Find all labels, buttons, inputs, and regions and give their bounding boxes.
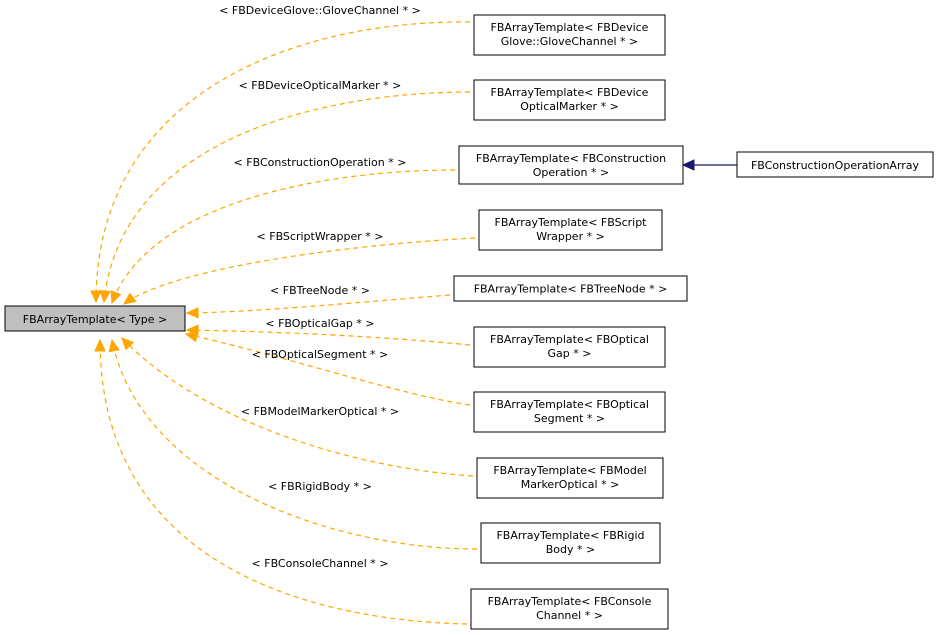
node-template-segment[interactable]: FBArrayTemplate< FBOpticalSegment * > (473, 391, 666, 433)
node-box (473, 391, 666, 433)
node-label-line: FBArrayTemplate< FBDevice (491, 86, 649, 99)
edge-line (95, 21, 471, 303)
root-node-label: FBArrayTemplate< Type > (23, 313, 167, 326)
node-template-marker[interactable]: FBArrayTemplate< FBDeviceOpticalMarker *… (473, 79, 666, 121)
template-edge-console (94, 338, 468, 625)
edge-label-marker: < FBDeviceOpticalMarker * > (239, 79, 402, 92)
edge-label-tree: < FBTreeNode * > (270, 284, 370, 297)
node-label-line: Wrapper * > (536, 230, 605, 243)
node-template-console[interactable]: FBArrayTemplate< FBConsoleChannel * > (470, 588, 669, 630)
derived-node-label: FBConstructionOperationArray (751, 159, 920, 172)
node-derived[interactable]: FBConstructionOperationArray (736, 151, 934, 178)
template-edge-script (123, 237, 476, 305)
template-edge-rigid (108, 338, 478, 550)
template-edge-constr (110, 169, 456, 305)
arrowhead (99, 289, 111, 304)
node-template-gap[interactable]: FBArrayTemplate< FBOpticalGap * > (473, 326, 666, 368)
edge-line (111, 169, 456, 304)
template-edge-glove (90, 21, 471, 304)
node-template-tree[interactable]: FBArrayTemplate< FBTreeNode * > (453, 275, 688, 302)
edge-label-console: < FBConsoleChannel * > (252, 557, 389, 570)
node-box (478, 209, 663, 251)
node-template-rigid[interactable]: FBArrayTemplate< FBRigidBody * > (480, 522, 661, 564)
node-label-line: FBArrayTemplate< FBDevice (491, 21, 649, 34)
node-box (480, 522, 661, 564)
node-label-line: Channel * > (536, 609, 603, 622)
edge-label-constr: < FBConstructionOperation * > (234, 156, 407, 169)
arrowhead (108, 338, 120, 353)
node-root[interactable]: FBArrayTemplate< Type > (4, 305, 186, 332)
node-label-line: MarkerOptical * > (521, 478, 620, 491)
edge-line (186, 329, 471, 346)
derived-node-box (736, 151, 934, 178)
node-label-line: Operation * > (533, 166, 609, 179)
inheritance-edge (681, 159, 737, 171)
node-label-line: FBArrayTemplate< FBConstruction (476, 152, 666, 165)
node-box (476, 457, 664, 499)
node-template-model[interactable]: FBArrayTemplate< FBModelMarkerOptical * … (476, 457, 664, 499)
edge-label-rigid: < FBRigidBody * > (268, 480, 372, 493)
edge-line (123, 237, 476, 305)
node-box (473, 14, 666, 56)
arrowhead (185, 307, 199, 319)
node-label-line: FBArrayTemplate< FBTreeNode * > (474, 283, 668, 296)
edge-line (111, 339, 478, 550)
node-label-line: FBArrayTemplate< FBOptical (490, 333, 649, 346)
node-label-line: FBArrayTemplate< FBRigid (496, 529, 644, 542)
node-box (473, 79, 666, 121)
root-node-box (4, 305, 186, 332)
node-box (470, 588, 669, 630)
arrowhead (94, 338, 106, 352)
edge-label-script: < FBScriptWrapper * > (257, 230, 384, 243)
arrowhead (110, 290, 122, 305)
edge-line (99, 339, 468, 625)
node-template-script[interactable]: FBArrayTemplate< FBScriptWrapper * > (478, 209, 663, 251)
node-box (453, 275, 688, 302)
template-edge-marker (99, 91, 471, 304)
node-label-line: FBArrayTemplate< FBOptical (490, 398, 649, 411)
template-edge-tree (185, 294, 451, 319)
arrowhead (123, 292, 137, 305)
arrowhead (90, 290, 102, 304)
edge-label-gap: < FBOpticalGap * > (265, 317, 374, 330)
node-box (473, 326, 666, 368)
node-box (458, 145, 684, 185)
node-label-line: Glove::GloveChannel * > (501, 35, 638, 48)
edge-label-model: < FBModelMarkerOptical * > (241, 405, 399, 418)
node-label-line: Segment * > (534, 412, 605, 425)
edge-line (103, 91, 471, 303)
node-label-line: FBArrayTemplate< FBScript (495, 216, 648, 229)
node-label-line: OpticalMarker * > (520, 100, 619, 113)
template-edge-segment (184, 330, 471, 406)
node-label-line: Body * > (546, 543, 595, 556)
arrowhead (184, 330, 199, 343)
edge-label-segment: < FBOpticalSegment * > (252, 348, 388, 361)
template-edge-model (121, 337, 474, 477)
node-template-constr[interactable]: FBArrayTemplate< FBConstructionOperation… (458, 145, 684, 185)
edge-label-glove: < FBDeviceGlove::GloveChannel * > (219, 4, 421, 17)
edge-line (186, 294, 451, 314)
node-label-line: FBArrayTemplate< FBModel (493, 464, 646, 477)
arrowhead (121, 337, 135, 351)
node-label-line: Gap * > (548, 347, 592, 360)
node-label-line: FBArrayTemplate< FBConsole (488, 595, 652, 608)
node-template-glove[interactable]: FBArrayTemplate< FBDeviceGlove::GloveCha… (473, 14, 666, 56)
edge-line (185, 333, 471, 406)
arrowhead (681, 159, 695, 171)
